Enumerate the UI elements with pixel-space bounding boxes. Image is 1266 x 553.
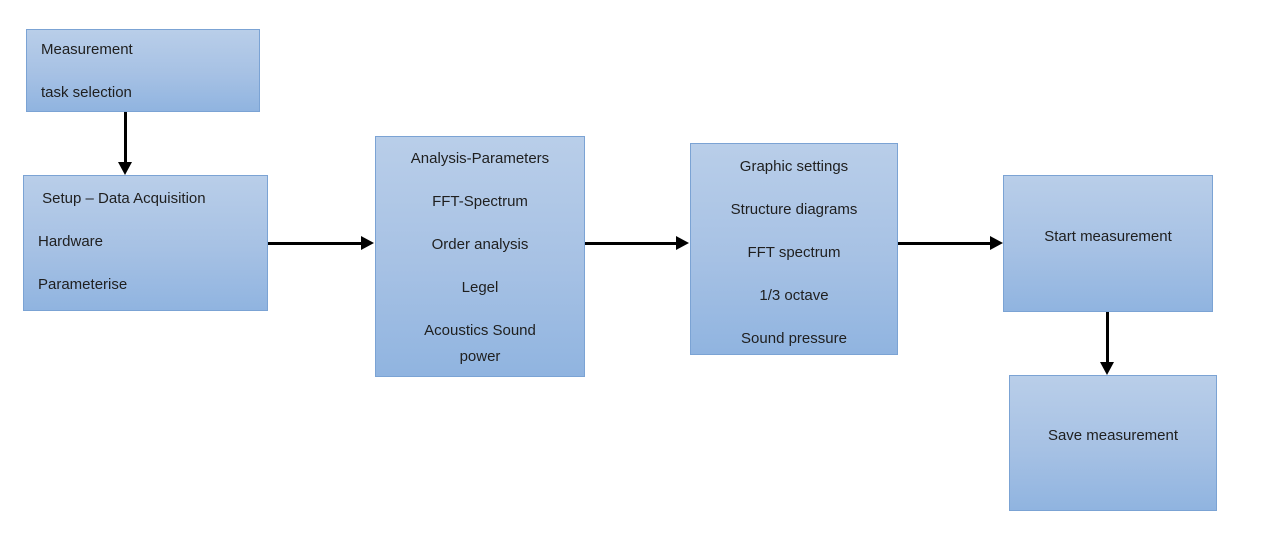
box-start-measurement: Start measurement [1003, 175, 1213, 312]
arrow-shaft [898, 242, 990, 245]
arrowhead-down-icon [118, 162, 132, 175]
box-text-line: Legel [461, 279, 499, 296]
box-text-line: Save measurement [1047, 427, 1179, 444]
arrowhead-right-icon [990, 236, 1003, 250]
box-text-line: FFT-Spectrum [432, 193, 528, 210]
box-text-line: Acoustics Sound power [424, 322, 536, 365]
arrowhead-down-icon [1100, 362, 1114, 375]
box-text-line: task selection [41, 84, 132, 101]
arrowhead-right-icon [676, 236, 689, 250]
arrow-shaft [124, 112, 127, 162]
box-text-line: Analysis-Parameters [410, 150, 550, 167]
arrow-shaft [585, 242, 676, 245]
box-measurement-task-selection: Measurement task selection [26, 29, 260, 112]
box-text-line: Graphic settings [739, 158, 849, 175]
box-text-line: Start measurement [1044, 228, 1172, 245]
box-text-line: FFT spectrum [747, 244, 841, 261]
box-text-line: Parameterise [38, 276, 128, 293]
arrow-shaft [268, 242, 361, 245]
box-save-measurement: Save measurement [1009, 375, 1217, 511]
box-text-line: Setup – Data Acquisition [38, 190, 206, 207]
box-text-line: Measurement [41, 41, 133, 58]
arrowhead-right-icon [361, 236, 374, 250]
arrow-shaft [1106, 312, 1109, 362]
box-text-line: Order analysis [431, 236, 529, 253]
box-text-line: Structure diagrams [730, 201, 858, 218]
box-text-line: 1/3 octave [759, 287, 829, 304]
box-text-line: Hardware [38, 233, 104, 250]
box-text-line: Sound pressure [741, 330, 847, 347]
